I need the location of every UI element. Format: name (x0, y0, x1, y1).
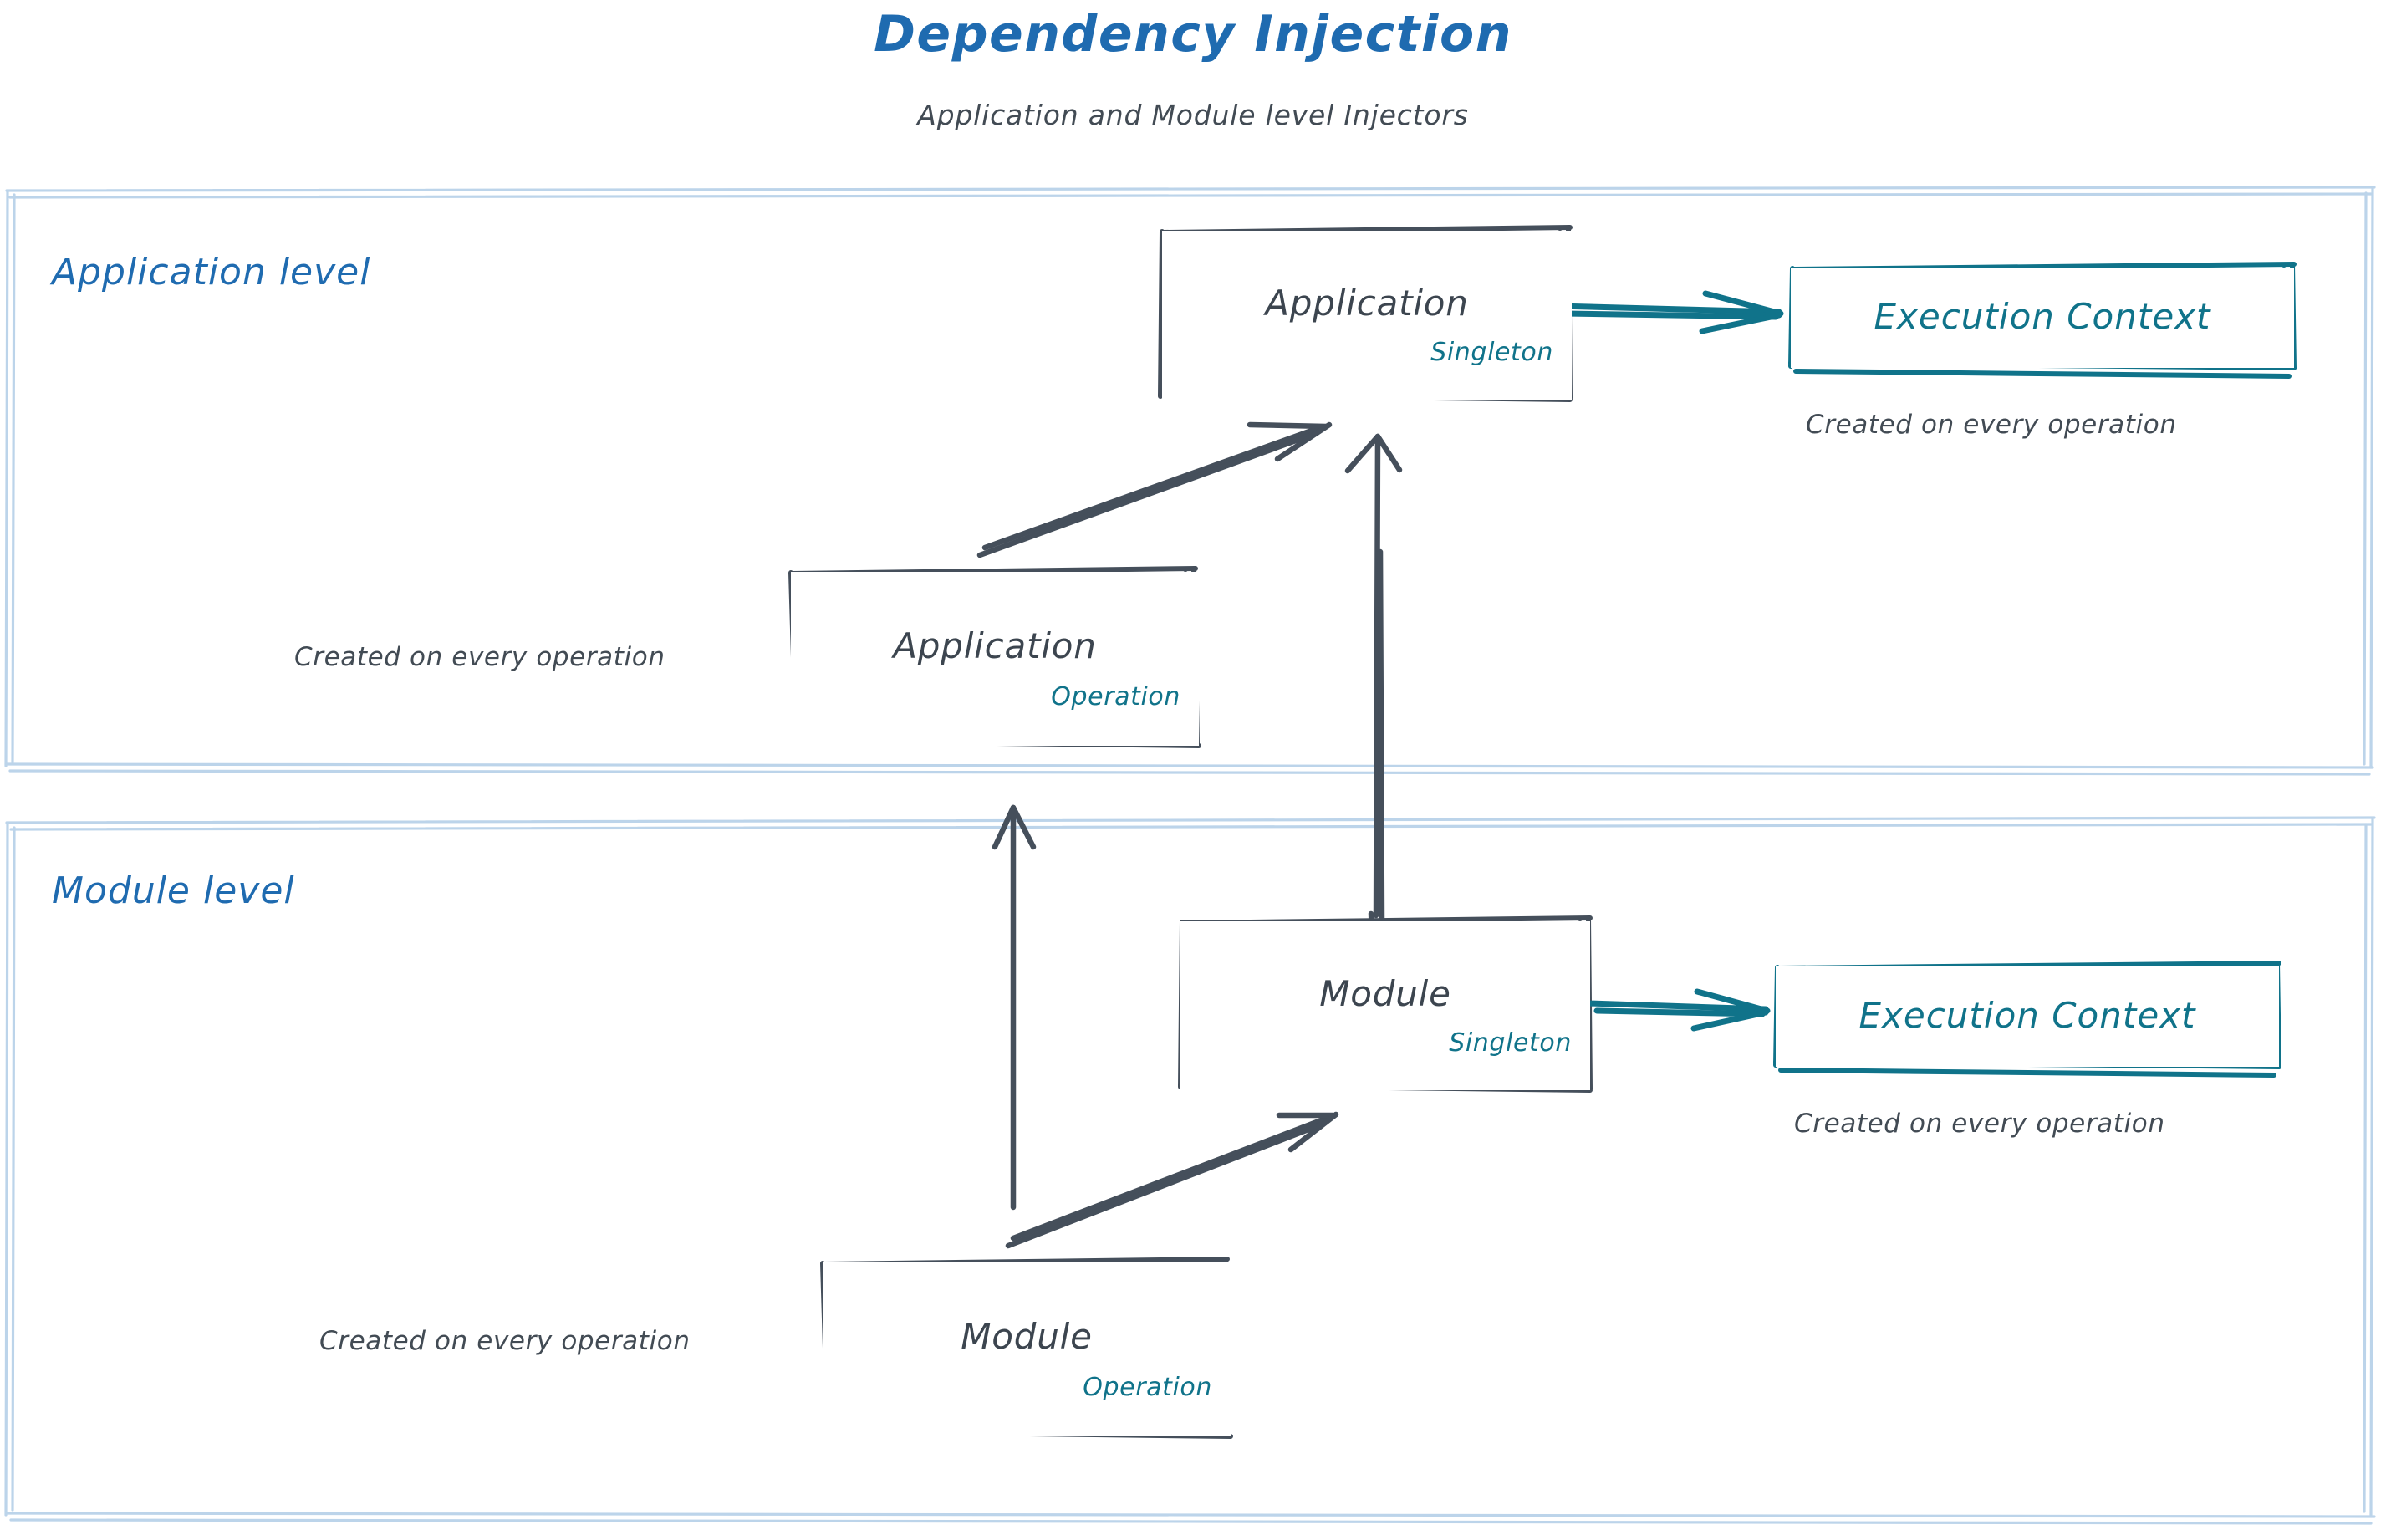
node-application-singleton-title: Application (1265, 283, 1469, 324)
node-module-operation-title: Module (961, 1316, 1093, 1357)
caption-app-context-note: Created on every operation (1806, 410, 2177, 440)
node-application-operation-title: Application (893, 625, 1097, 666)
node-application-operation-badge: Operation (1051, 682, 1180, 711)
edge-module-operation-to-module-singleton (1005, 1111, 1339, 1249)
page-title: Dependency Injection (874, 5, 1512, 64)
node-module-singleton-badge: Singleton (1449, 1028, 1572, 1058)
node-application-singleton[interactable]: Application Singleton (1162, 231, 1572, 400)
edge-module-singleton-to-app-singleton (1344, 433, 1403, 990)
node-module-operation[interactable]: Module Operation (823, 1262, 1231, 1436)
edge-module-singleton-to-module-context (1585, 988, 1771, 1032)
caption-module-operation-note: Created on every operation (319, 1326, 691, 1356)
node-module-execution-context[interactable]: Execution Context (1776, 966, 2279, 1067)
panel-label-module-level: Module level (52, 869, 295, 912)
page-subtitle: Application and Module level Injectors (917, 99, 1469, 131)
node-module-singleton-title: Module (1319, 973, 1451, 1014)
panel-label-application-level: Application level (52, 251, 371, 293)
node-app-execution-context[interactable]: Execution Context (1791, 268, 2294, 368)
caption-app-operation-note: Created on every operation (294, 642, 665, 672)
edge-app-operation-to-app-singleton (976, 421, 1333, 558)
node-application-singleton-badge: Singleton (1430, 338, 1553, 367)
edge-module-operation-to-app-operation (992, 804, 1037, 1211)
node-app-execution-context-title: Execution Context (1874, 296, 2211, 337)
node-application-operation[interactable]: Application Operation (791, 572, 1199, 746)
node-module-execution-context-title: Execution Context (1858, 995, 2196, 1036)
node-module-singleton[interactable]: Module Singleton (1180, 921, 1590, 1090)
caption-module-context-note: Created on every operation (1794, 1109, 2165, 1139)
edge-app-singleton-to-app-context (1553, 290, 1784, 334)
node-module-operation-badge: Operation (1083, 1373, 1212, 1402)
